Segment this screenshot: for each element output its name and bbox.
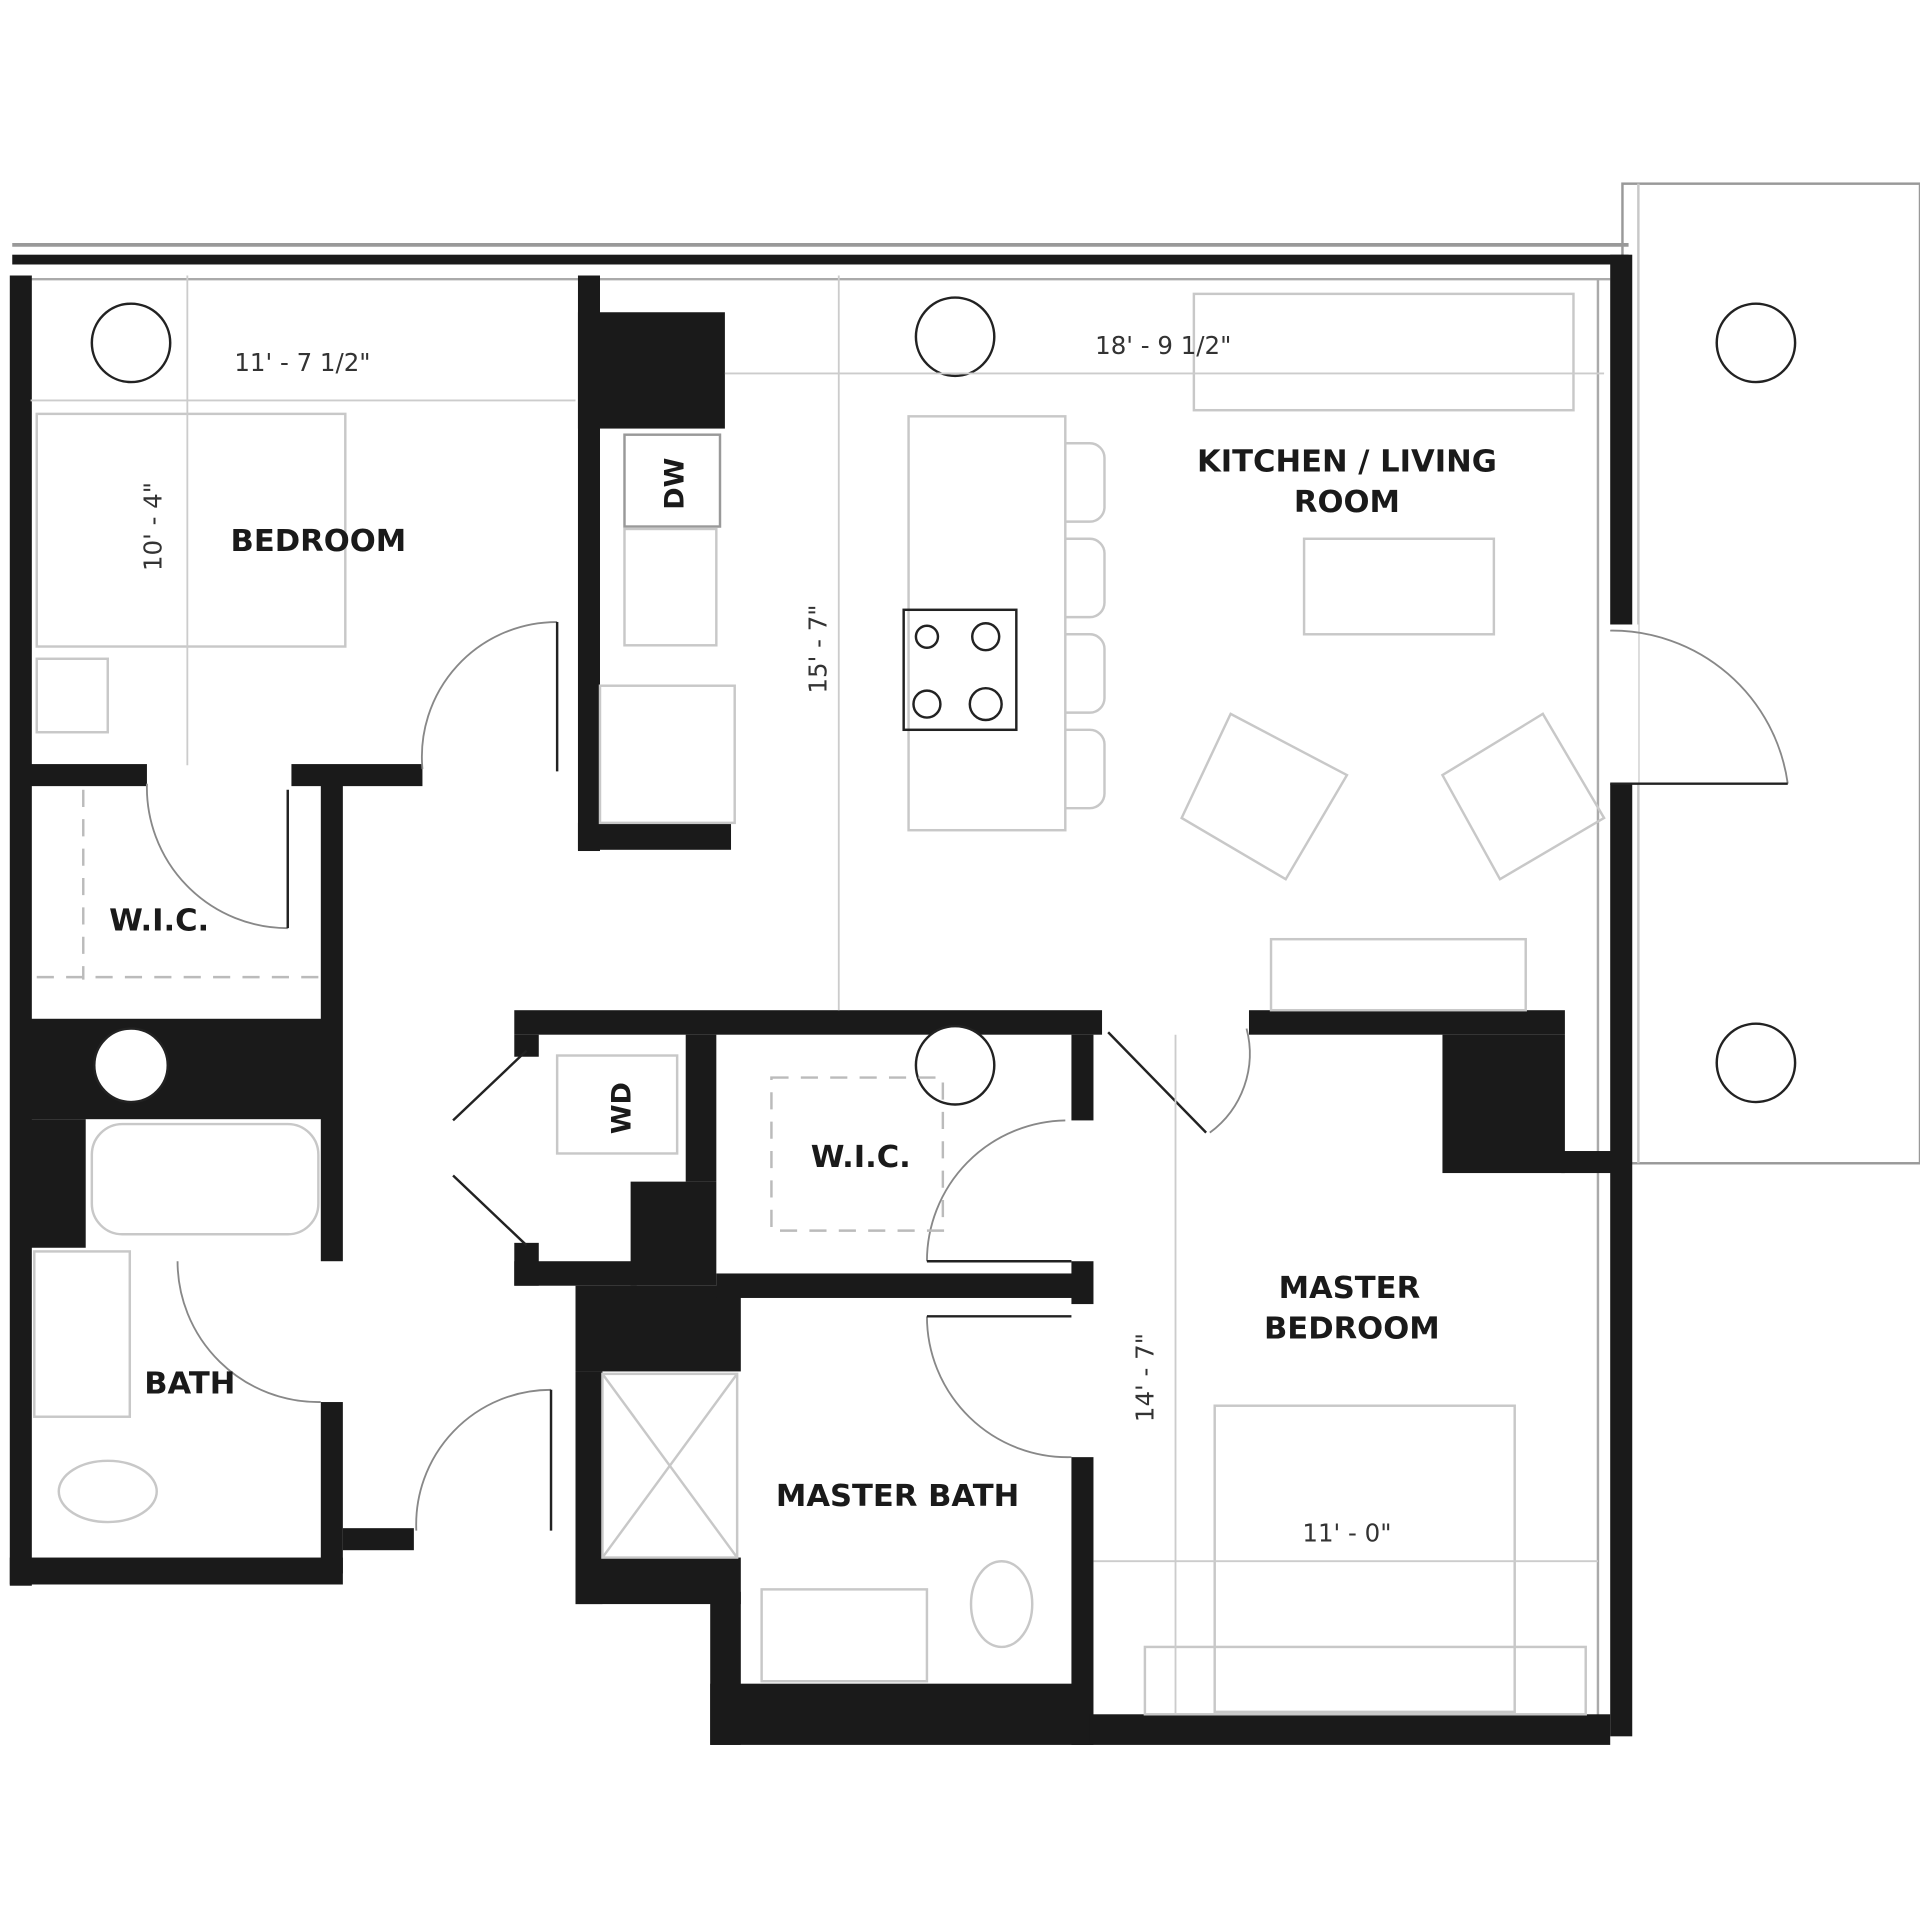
toilet-icon [969,1560,1034,1649]
doors [146,621,1789,1531]
room-label-master-bedroom-1: MASTER [1279,1271,1421,1306]
bathtub-icon [90,1122,320,1236]
dimension-master-width: 11' - 0" [1302,1519,1391,1548]
walls [9,275,1613,1745]
room-label-bath: BATH [144,1366,235,1401]
furniture [33,292,1606,1716]
dishwasher-label: DW [659,458,690,510]
tv-console-icon [1269,937,1527,1012]
armchair-icon [1180,712,1349,881]
sofa-icon [1192,292,1575,412]
planter-icon [1715,1022,1797,1104]
bed-icon [1213,1404,1516,1714]
dimension-lines [30,275,1605,1715]
cooktop-icon [902,608,1018,732]
shower-icon [601,1372,739,1559]
washer-dryer-icon [555,1054,679,1155]
balcony [1621,182,1920,1165]
fridge-icon [598,684,736,825]
room-label-kitchen-living-2: ROOM [1294,485,1400,520]
room-label-master-wic: W.I.C. [811,1140,911,1175]
dimension-bedroom-depth: 10' - 4" [139,482,168,571]
washer-dryer-label: WD [607,1082,638,1134]
dimension-living-width: 18' - 9 1/2" [1095,331,1231,360]
column-icon [914,296,996,378]
vanity-icon [33,1250,132,1418]
dimension-living-depth: 15' - 7" [804,604,833,693]
column-icon [90,302,172,384]
bed-icon [35,412,347,648]
column-icon [914,1024,996,1106]
dimension-master-depth: 14' - 7" [1130,1333,1159,1422]
vanity-icon [760,1588,929,1683]
toilet-icon [57,1459,158,1524]
room-label-master-bedroom-2: BEDROOM [1264,1311,1440,1346]
exterior-window-wall [12,243,1639,1737]
kitchen-island-icon [907,415,1067,832]
room-label-wic: W.I.C. [109,904,209,939]
room-label-bedroom: BEDROOM [231,524,407,559]
dimension-bedroom-width: 11' - 7 1/2" [234,348,370,377]
room-label-kitchen-living-1: KITCHEN / LIVING [1197,444,1497,479]
armchair-icon [1440,712,1606,881]
planter-icon [1715,302,1797,384]
column-icon [93,1027,169,1104]
room-label-master-bath: MASTER BATH [776,1479,1019,1514]
coffee-table-icon [1302,537,1496,636]
sink-icon [623,527,718,647]
